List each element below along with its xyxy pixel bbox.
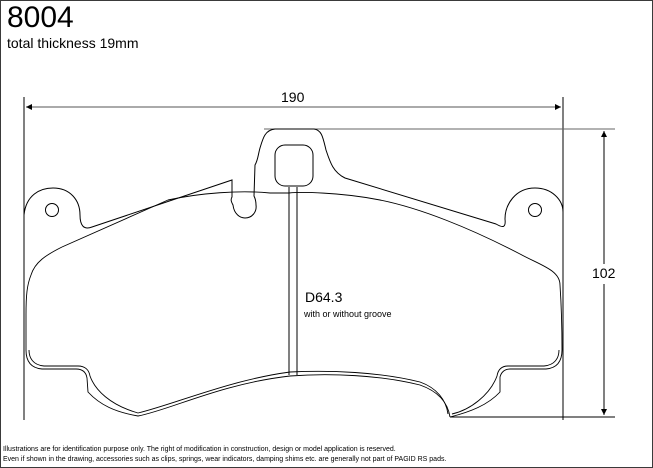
height-dimension: [264, 128, 615, 418]
height-dimension-label: 102: [592, 265, 616, 281]
groove-diameter-label: D64.3: [305, 289, 343, 305]
part-number: 8004: [7, 1, 74, 34]
friction-material: [25, 191, 563, 418]
disclaimer-line-1: Illustrations are for identification pur…: [3, 446, 396, 453]
thickness-label: total thickness 19mm: [7, 35, 139, 51]
groove-note: with or without groove: [304, 309, 392, 319]
width-dimension-label: 190: [281, 89, 305, 105]
width-dimension: [23, 97, 564, 420]
disclaimer-line-2: Even if shown in the drawing, accessorie…: [3, 456, 447, 463]
disclaimer-footer: Illustrations are for identification pur…: [3, 445, 446, 465]
groove: [288, 187, 298, 375]
backing-plate: [23, 128, 564, 229]
